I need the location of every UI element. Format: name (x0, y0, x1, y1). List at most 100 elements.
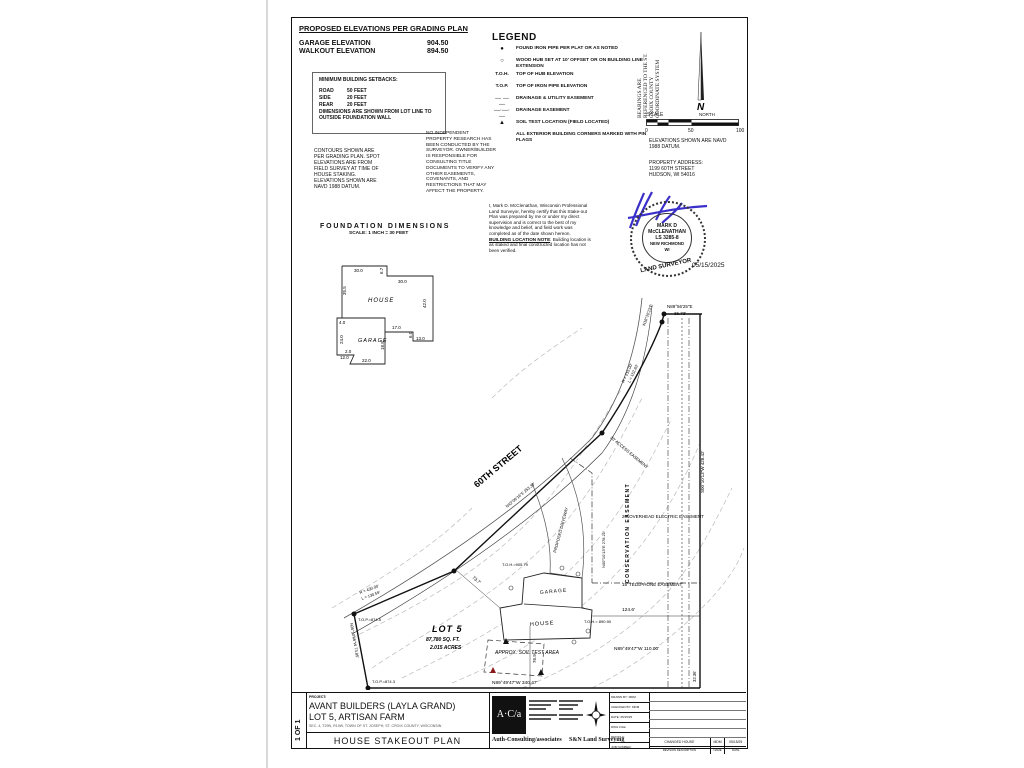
svg-text:T.O.H.= 890.90: T.O.H.= 890.90 (584, 619, 612, 624)
svg-text:18.8: 18.8 (380, 341, 385, 350)
svg-text:76.9': 76.9' (532, 653, 537, 663)
viewer-divider (266, 0, 268, 768)
scale-bar (646, 119, 739, 126)
svg-text:36.73': 36.73' (674, 311, 686, 316)
svg-text:87,780 SQ. FT.: 87,780 SQ. FT. (426, 637, 460, 643)
legend-item-wood-hub: ○WOOD HUB SET AT 10' OFFSET OR ON BUILDI… (492, 58, 652, 72)
open-circle-icon: ○ (500, 58, 504, 64)
property-address: PROPERTY ADDRESS: 1199 60TH STREET HUDSO… (649, 160, 703, 178)
svg-text:N89°49'47"W 340.47': N89°49'47"W 340.47' (492, 680, 538, 686)
svg-text:N18°30'23"E: N18°30'23"E (641, 303, 654, 326)
building-note-label: BUILDING LOCATION NOTE (489, 236, 551, 242)
contours-note: CONTOURS SHOWN ARE PER GRADING PLAN. SPO… (314, 148, 380, 190)
svg-text:22.0: 22.0 (362, 358, 371, 363)
surveyor-seal: MARK D McCLENATHAN LS 3285-8 NEW RICHMON… (630, 201, 706, 277)
drawing-info-cell: DRAWN BY: MDM CHECKED BY: MDM DATE: 05/1… (609, 693, 746, 754)
garage-elevation-value: 904.50 (427, 40, 449, 47)
sheet-number-cell: 1 OF 1 (292, 693, 307, 749)
setbacks-note: DIMENSIONS ARE SHOWN FROM LOT LINE TO OU… (319, 109, 432, 121)
svg-text:2.0: 2.0 (345, 349, 352, 354)
svg-text:N89°56'25"E: N89°56'25"E (667, 304, 693, 309)
svg-text:30.0: 30.0 (398, 279, 407, 284)
svg-text:N: N (697, 102, 705, 113)
legend-item-top: T.O.P.TOP OF IRON PIPE ELEVATION (495, 84, 588, 89)
proposed-elevations-header: PROPOSED ELEVATIONS PER GRADING PLAN (299, 24, 468, 33)
svg-text:17.0: 17.0 (392, 325, 401, 330)
svg-text:6.0: 6.0 (408, 331, 413, 338)
garage-elevation-label: GARAGE ELEVATION (299, 40, 371, 47)
svg-text:60TH STREET: 60TH STREET (472, 443, 525, 490)
foundation-diagram: 30.0 6.7 30.0 35.5 42.0 HOUSE GARAGE 17.… (336, 265, 434, 365)
svg-text:GARAGE: GARAGE (540, 588, 568, 596)
scale-tick-0: 0 (645, 128, 648, 134)
legend-item-drainage-utility: — — —DRAINAGE & UTILITY EASEMENT (492, 96, 652, 108)
foundation-title: FOUNDATION DIMENSIONS (320, 223, 451, 230)
svg-text:32.36': 32.36' (692, 671, 697, 682)
legend-title: LEGEND (492, 32, 537, 43)
svg-text:20' ACCESS EASEMENT: 20' ACCESS EASEMENT (609, 435, 649, 470)
svg-text:LOT 5: LOT 5 (432, 624, 463, 634)
firm-logos-cell: A·C/a Auth-Consulting/associates S&N Lan… (489, 693, 624, 749)
elevations-datum-note: ELEVATIONS SHOWN ARE NAVD 1988 DATUM. (649, 138, 727, 150)
legend-item-soil-test: ▲SOIL TEST LOCATION (FIELD LOCATED) (492, 120, 652, 132)
svg-text:N43°09'16"E 253.30': N43°09'16"E 253.30' (504, 481, 536, 509)
svg-text:APPROX. SOIL TEST AREA: APPROX. SOIL TEST AREA (494, 650, 560, 656)
svg-text:N00°10'13"E 278.21': N00°10'13"E 278.21' (601, 531, 606, 568)
svg-text:30.0: 30.0 (354, 268, 363, 273)
dashed-line-icon: — — — (495, 96, 509, 108)
dash-dot-line-icon: —·—·— (494, 108, 510, 120)
project-line1: AVANT BUILDERS (LAYLA GRAND) (309, 701, 456, 711)
bearings-note: BEARINGS ARE REFERENCED TO THE ST. CROIX… (637, 53, 661, 118)
scale-tick-100: 100 (736, 128, 745, 134)
scale-tick-50: 50 (688, 128, 694, 134)
project-label: PROJECT: (309, 695, 327, 699)
svg-text:13.0: 13.0 (416, 336, 425, 341)
svg-text:HOUSE: HOUSE (368, 298, 394, 304)
project-cell: PROJECT: AVANT BUILDERS (LAYLA GRAND) LO… (306, 693, 490, 749)
garage-elevation-row: GARAGE ELEVATION 904.50 (299, 40, 449, 47)
legend-item-drainage: —·—·—DRAINAGE EASEMENT (494, 108, 570, 120)
firm-address-1 (529, 698, 557, 732)
walkout-elevation-label: WALKOUT ELEVATION (299, 48, 376, 55)
north-arrow-icon: N (697, 31, 705, 113)
svg-text:N89°49'47"W 110.00': N89°49'47"W 110.00' (614, 646, 659, 652)
contour-lines (331, 327, 745, 689)
legend-item-pin-flags: ALL EXTERIOR BUILDING CORNERS MARKED WIT… (516, 132, 647, 143)
foundation-scale: SCALE: 1 INCH = 30 FEET (349, 231, 409, 236)
project-line2: LOT 5, ARTISAN FARM (309, 712, 405, 722)
svg-text:HOUSE: HOUSE (530, 620, 555, 628)
svg-text:20' OVERHEAD ELECTRIC EASEMENT: 20' OVERHEAD ELECTRIC EASEMENT (622, 514, 704, 519)
project-location: SEC. 4, T29N, R19W, TOWN OF ST. JOSEPH, … (309, 724, 442, 728)
svg-text:42.0: 42.0 (422, 299, 427, 308)
svg-text:S00°10'13"W 428.42': S00°10'13"W 428.42' (700, 450, 705, 493)
svg-text:35.5: 35.5 (342, 286, 347, 295)
compass-rose-icon (586, 701, 606, 727)
svg-text:CONSERVATION EASEMENT: CONSERVATION EASEMENT (625, 483, 631, 583)
seal-date: 05/15/2025 (692, 262, 725, 269)
title-block: 1 OF 1 PROJECT: AVANT BUILDERS (LAYLA GR… (292, 692, 746, 754)
legend: LEGEND ●FOUND IRON PIPE PER PLAT OR AS N… (492, 32, 652, 146)
north-label: NORTH (699, 112, 715, 117)
svg-text:2.015 ACRES: 2.015 ACRES (429, 645, 462, 651)
drawing-info-table: DRAWN BY: MDM CHECKED BY: MDM DATE: 05/1… (609, 693, 650, 749)
legend-item-toh: T.O.H.TOP OF HUB ELEVATION (495, 72, 574, 77)
filled-circle-icon: ● (500, 46, 504, 52)
walkout-elevation-row: WALKOUT ELEVATION 894.50 (299, 48, 449, 55)
triangle-icon: ▲ (499, 120, 505, 126)
svg-text:15' TELEPHONE EASEMENT: 15' TELEPHONE EASEMENT (622, 582, 683, 587)
auth-consulting-logo: A·C/a (492, 696, 526, 734)
svg-text:73.7': 73.7' (471, 575, 482, 585)
svg-text:124.6': 124.6' (622, 607, 635, 613)
scale-label: SCALE (647, 112, 664, 118)
svg-text:6.7: 6.7 (379, 267, 384, 274)
sn-land-surveying-name: S&N Land Surveying (569, 737, 625, 743)
plan-title: HOUSE STAKEOUT PLAN (306, 732, 489, 750)
legend-item-found-pipe: ●FOUND IRON PIPE PER PLAT OR AS NOTED (492, 46, 652, 58)
svg-text:L = 130.59': L = 130.59' (361, 589, 381, 600)
svg-text:PROPOSED DRIVEWAY: PROPOSED DRIVEWAY (552, 507, 569, 554)
plat-drawing: GARAGE HOUSE APPROX. SOIL TEST AREA 60TH… (331, 297, 745, 690)
svg-text:4.0: 4.0 (339, 320, 346, 325)
